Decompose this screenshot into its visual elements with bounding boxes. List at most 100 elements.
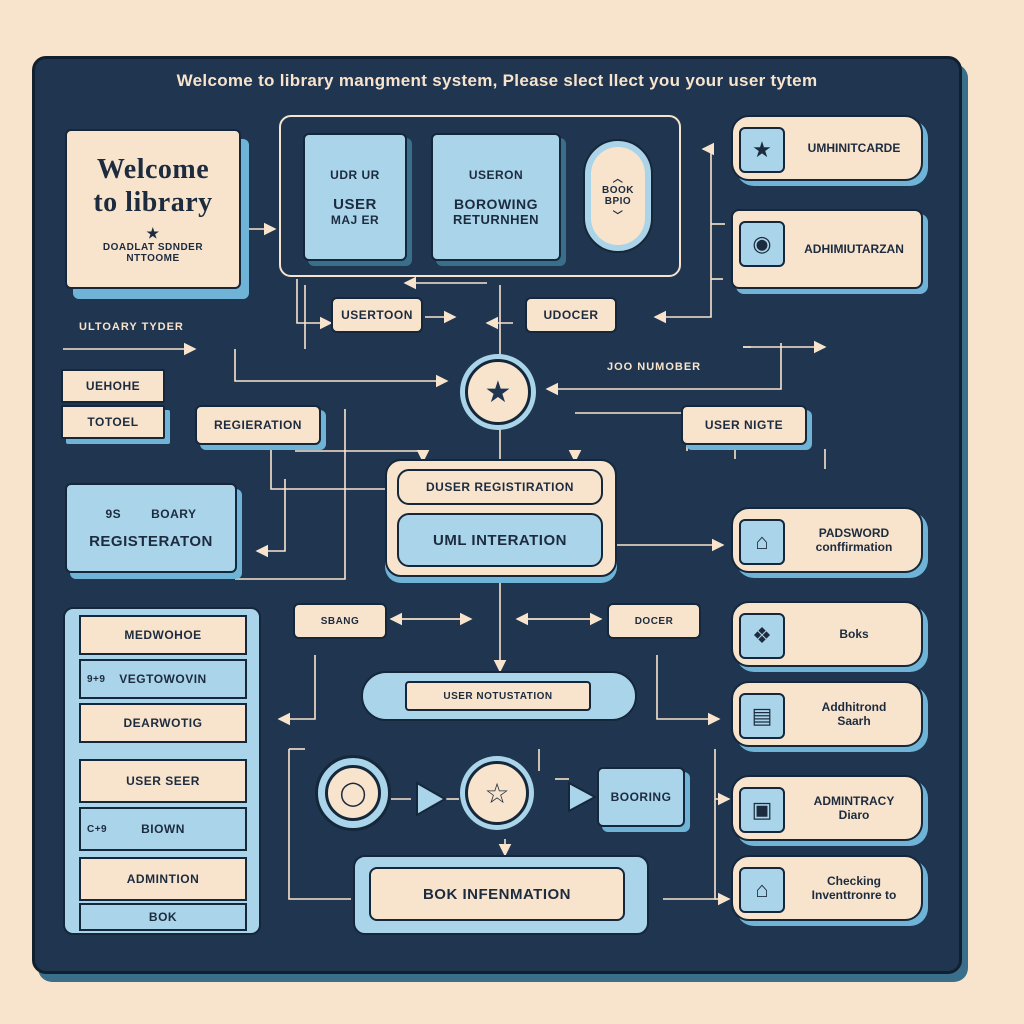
list-item-label: DEARWOTIG <box>123 716 203 730</box>
list-item-label: ADMINTION <box>126 872 200 886</box>
book-info-pill[interactable]: ︿ BOOK BPIO ﹀ <box>583 139 653 253</box>
diagram-board: Welcome to library mangment system, Plea… <box>32 56 962 974</box>
card-line: USER <box>333 195 377 213</box>
card-line: BOOK <box>602 185 634 196</box>
book-information-panel: BOK INFENMATION <box>353 855 649 935</box>
registration-line: BOARY <box>151 506 197 521</box>
card-line-2: BPIO <box>604 196 632 207</box>
user-notification-label: USER NOTUSTATION <box>405 681 591 711</box>
list-item-marker: C+9 <box>87 823 108 835</box>
list-item-label: USER SEER <box>126 774 200 788</box>
star-hub[interactable]: ★ <box>465 359 531 425</box>
star-icon: ★ <box>484 375 512 409</box>
sbang-box[interactable]: SBANG <box>293 603 387 639</box>
right-item-label: Checking <box>826 874 881 888</box>
card-top-label: UDR UR <box>330 167 380 182</box>
job-number-label: JOO NUMOBER <box>607 361 702 373</box>
chevron-up-icon: ︿ <box>612 174 624 185</box>
user-member-card[interactable]: UDR UR USER MAJ ER <box>303 133 407 261</box>
ring-icon: ◉ <box>739 221 785 267</box>
list-item[interactable]: 9+9 VEGTOWOVIN <box>79 659 247 699</box>
frame-icon: ▣ <box>739 787 785 833</box>
star-icon: ★ <box>739 127 785 173</box>
left-list-panel: MEDWOHOE 9+9 VEGTOWOVIN DEARWOTIG USER SEER C… <box>63 607 261 935</box>
registration-marker: 9S <box>105 506 122 521</box>
right-item-text: Boks <box>791 603 917 665</box>
welcome-sub: DOADLAT SDNDER <box>102 241 204 253</box>
right-item-label: ADHIMIUTARZAN <box>804 242 904 256</box>
usertoon-box[interactable]: USERTOON <box>331 297 423 333</box>
user-registration-box[interactable]: DUSER REGISTIRATION <box>397 469 603 505</box>
user-night-box[interactable]: USER NIGTE <box>681 405 807 445</box>
list-item[interactable]: USER SEER <box>79 759 247 803</box>
right-item[interactable]: ❖ Boks <box>731 601 923 667</box>
registration-row: 9S BOARY <box>105 507 196 521</box>
list-item-marker: 9+9 <box>87 673 106 685</box>
docer-box[interactable]: DOCER <box>607 603 701 639</box>
ring-icon: ◯ <box>325 765 381 821</box>
right-item[interactable]: ◉ ADHIMIUTARZAN <box>731 209 923 289</box>
right-item-sublabel: Inventtronre to <box>811 888 897 902</box>
page-title: Welcome to library mangment system, Plea… <box>176 71 818 90</box>
booking-box[interactable]: BOORING <box>597 767 685 827</box>
welcome-heading-2: to library <box>93 186 213 218</box>
top-group-panel: UDR UR USER MAJ ER USERON BOROWING RETUR… <box>279 115 681 277</box>
list-item[interactable]: C+9 BIOWN <box>79 807 247 851</box>
list-item-label: VEGTOWOVIN <box>119 672 207 686</box>
book-information-box[interactable]: BOK INFENMATION <box>369 867 625 921</box>
list-item-label: BIOWN <box>141 822 185 836</box>
right-item-label: Addhitrond <box>821 700 887 714</box>
play-icon <box>416 781 448 817</box>
right-item[interactable]: ★ UMHINITCARDE <box>731 115 923 181</box>
right-item-label: PADSWORD <box>818 526 890 540</box>
welcome-card: Welcome to library ★ DOADLAT SDNDER NTTO… <box>65 129 241 289</box>
star-icon: ★ <box>146 224 160 241</box>
right-item-label: ADMINTRACY <box>813 794 895 808</box>
right-item-label: UMHINITCARDE <box>807 141 901 155</box>
user-notification-pill[interactable]: USER NOTUSTATION <box>361 671 637 721</box>
card-line-2: MAJ ER <box>330 212 380 227</box>
card-line: BOROWING <box>453 195 539 212</box>
welcome-heading: Welcome <box>96 154 210 186</box>
bell-icon: ⌂ <box>739 519 785 565</box>
ring-glyph: ◯ <box>339 779 367 807</box>
right-item-text: ADHIMIUTARZAN <box>791 211 917 287</box>
right-item-text: UMHINITCARDE <box>791 117 917 179</box>
list-item[interactable]: BOK <box>79 903 247 931</box>
right-item-sublabel: conffirmation <box>815 540 893 554</box>
star-node[interactable]: ☆ <box>465 761 529 825</box>
registration-card[interactable]: 9S BOARY REGISTERATON <box>65 483 237 573</box>
house-icon: ⌂ <box>739 867 785 913</box>
cube-icon: ❖ <box>739 613 785 659</box>
totoel-box[interactable]: TOTOEL <box>61 405 165 439</box>
play-icon <box>568 781 598 813</box>
list-item-label: BOK <box>148 910 178 924</box>
registration-box[interactable]: REGIERATION <box>195 405 321 445</box>
chevron-down-icon: ﹀ <box>612 211 624 222</box>
list-item[interactable]: ADMINTION <box>79 857 247 901</box>
right-item-sublabel: Diaro <box>838 808 870 822</box>
uml-interaction-box[interactable]: UML INTERATION <box>397 513 603 567</box>
list-item[interactable]: DEARWOTIG <box>79 703 247 743</box>
card-top-label: USERON <box>468 167 524 182</box>
ring-node[interactable]: ◯ <box>315 755 391 831</box>
registration-title: REGISTERATON <box>89 532 213 550</box>
right-item-label: Boks <box>839 627 869 641</box>
book-icon: ▤ <box>739 693 785 739</box>
udocer-box[interactable]: UDOCER <box>525 297 617 333</box>
right-item-sublabel: Saarh <box>837 714 871 728</box>
list-item[interactable]: MEDWOHOE <box>79 615 247 655</box>
library-types-label: ULTOARY TYDER <box>79 321 184 333</box>
uehome-box[interactable]: UEHOHE <box>61 369 165 403</box>
borrowing-card[interactable]: USERON BOROWING RETURNHEN <box>431 133 561 261</box>
welcome-sub-2: NTTOOME <box>126 252 180 264</box>
center-block: DUSER REGISTIRATION UML INTERATION <box>385 459 617 577</box>
